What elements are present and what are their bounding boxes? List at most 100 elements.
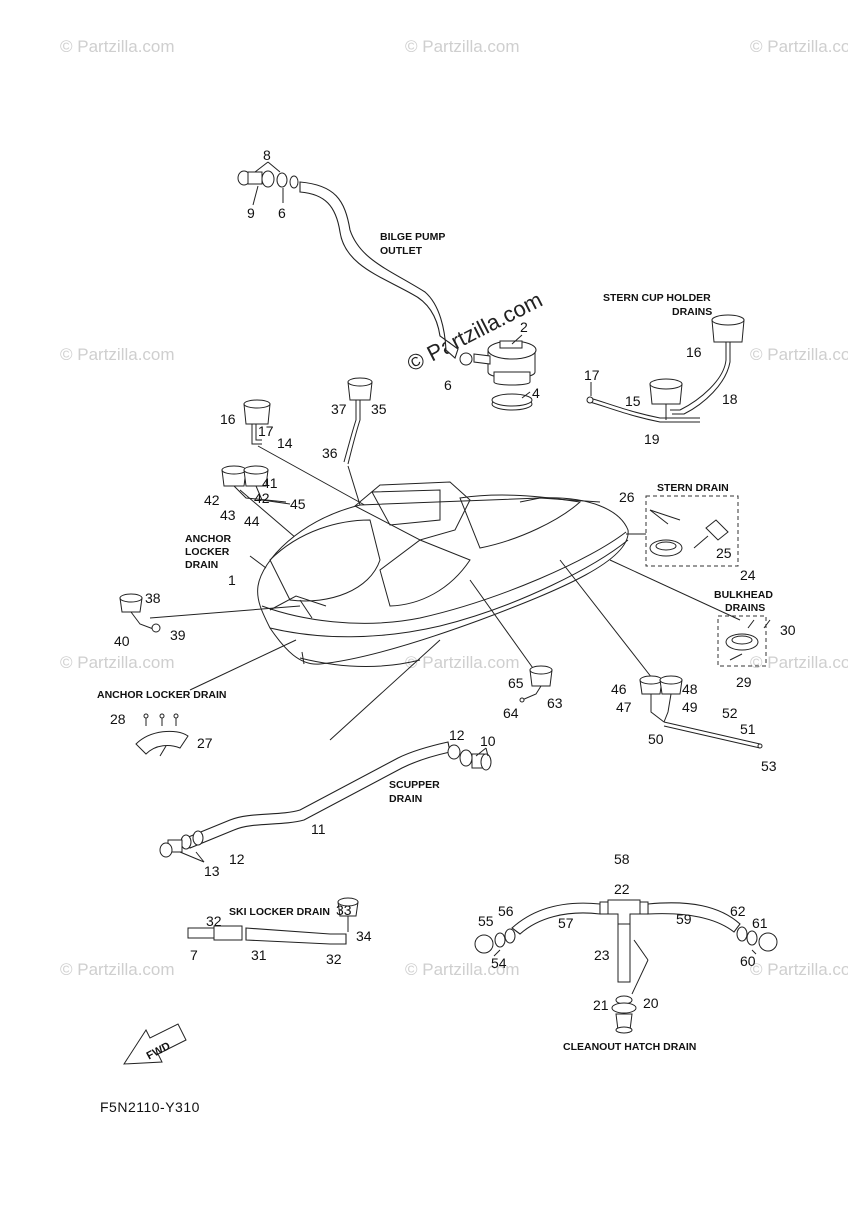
callout: 9 bbox=[247, 205, 255, 221]
callout: 20 bbox=[643, 995, 659, 1011]
callout: 40 bbox=[114, 633, 130, 649]
section-labels: BILGE PUMP OUTLET STERN CUP HOLDER DRAIN… bbox=[97, 231, 773, 1053]
label-stern-cup-holder-line2: DRAINS bbox=[672, 306, 712, 318]
callout: 1 bbox=[228, 572, 236, 588]
callout: 46 bbox=[611, 681, 627, 697]
callout: 59 bbox=[676, 911, 692, 927]
label-anchor-locker-line2: LOCKER bbox=[185, 546, 230, 558]
callout: 54 bbox=[491, 955, 507, 971]
label-bulkhead-drains-line2: DRAINS bbox=[725, 602, 765, 614]
scupper-drain-assembly bbox=[159, 741, 492, 863]
callout: 61 bbox=[752, 915, 768, 931]
callout: 49 bbox=[682, 699, 698, 715]
cleanout-hatch-drain-assembly bbox=[474, 899, 778, 1034]
callout: 29 bbox=[736, 674, 752, 690]
callout: 44 bbox=[244, 513, 260, 529]
leader-lines bbox=[149, 533, 741, 741]
callout: 42 bbox=[254, 490, 270, 506]
callout: 12 bbox=[229, 851, 245, 867]
callout: 18 bbox=[722, 391, 738, 407]
callout: 4 bbox=[532, 385, 540, 401]
callout: 8 bbox=[263, 147, 271, 163]
cup-holder-drain-63-65 bbox=[519, 665, 553, 703]
watermark: © Partzilla.com bbox=[60, 37, 175, 56]
callout: 16 bbox=[686, 344, 702, 360]
anchor-locker-drain-parts bbox=[119, 593, 189, 757]
label-stern-drain: STERN DRAIN bbox=[657, 482, 729, 494]
callout: 24 bbox=[740, 567, 756, 583]
callout: 25 bbox=[716, 545, 732, 561]
watermark: © Partzilla.com bbox=[60, 345, 175, 364]
label-scupper-drain-line2: DRAIN bbox=[389, 793, 422, 805]
bilge-pump bbox=[459, 334, 537, 411]
callout: 47 bbox=[616, 699, 632, 715]
callout: 34 bbox=[356, 928, 372, 944]
callout: 55 bbox=[478, 913, 494, 929]
callout: 65 bbox=[508, 675, 524, 691]
callout: 17 bbox=[258, 423, 274, 439]
callout: 10 bbox=[480, 733, 496, 749]
callout: 6 bbox=[444, 377, 452, 393]
callout: 62 bbox=[730, 903, 746, 919]
callout: 17 bbox=[584, 367, 600, 383]
diagram-code: F5N2110-Y310 bbox=[100, 1099, 200, 1115]
callout: 22 bbox=[614, 881, 630, 897]
callout: 31 bbox=[251, 947, 267, 963]
callout: 51 bbox=[740, 721, 756, 737]
watermark: © Partzilla.com bbox=[405, 37, 520, 56]
callout: 39 bbox=[170, 627, 186, 643]
ski-locker-drain-assembly bbox=[187, 897, 359, 945]
callout: 32 bbox=[206, 913, 222, 929]
callout: 37 bbox=[331, 401, 347, 417]
callout: 60 bbox=[740, 953, 756, 969]
watermark: © Partzilla.com bbox=[405, 960, 520, 979]
watermark: © Partzilla.com bbox=[750, 960, 848, 979]
callout: 50 bbox=[648, 731, 664, 747]
callout: 12 bbox=[449, 727, 465, 743]
callout: 14 bbox=[277, 435, 293, 451]
callout: 57 bbox=[558, 915, 574, 931]
callout: 6 bbox=[278, 205, 286, 221]
callout: 16 bbox=[220, 411, 236, 427]
callout: 52 bbox=[722, 705, 738, 721]
label-bilge-pump-outlet-line1: BILGE PUMP bbox=[380, 231, 445, 243]
fwd-arrow-icon: FWD bbox=[123, 1023, 187, 1065]
callout: 64 bbox=[503, 705, 519, 721]
callout: 21 bbox=[593, 997, 609, 1013]
label-scupper-drain-line1: SCUPPER bbox=[389, 779, 440, 791]
callout: 23 bbox=[594, 947, 610, 963]
callout: 27 bbox=[197, 735, 213, 751]
callout: 35 bbox=[371, 401, 387, 417]
callout: 58 bbox=[614, 851, 630, 867]
callout: 33 bbox=[336, 902, 352, 918]
label-anchor-locker-line3: DRAIN bbox=[185, 559, 218, 571]
callout: 13 bbox=[204, 863, 220, 879]
callout: 41 bbox=[262, 475, 278, 491]
watermark: © Partzilla.com bbox=[60, 960, 175, 979]
bilge-pump-outlet-assembly bbox=[237, 161, 459, 359]
label-anchor-locker-line1: ANCHOR bbox=[185, 533, 231, 545]
label-stern-cup-holder-line1: STERN CUP HOLDER bbox=[603, 292, 711, 304]
label-bulkhead-drains-line1: BULKHEAD bbox=[714, 589, 773, 601]
callout: 7 bbox=[190, 947, 198, 963]
callout: 36 bbox=[322, 445, 338, 461]
stern-drain-box bbox=[645, 495, 739, 567]
callout: 19 bbox=[644, 431, 660, 447]
watermark: © Partzilla.com bbox=[750, 653, 848, 672]
callout-numbers: 8 9 6 2 6 4 16 17 15 18 19 37 35 16 17 1… bbox=[110, 147, 796, 1013]
boat-hull bbox=[257, 481, 629, 668]
callout: 28 bbox=[110, 711, 126, 727]
watermark: © Partzilla.com bbox=[750, 37, 848, 56]
label-ski-locker-drain: SKI LOCKER DRAIN bbox=[229, 906, 330, 918]
callout: 15 bbox=[625, 393, 641, 409]
callout: 2 bbox=[520, 319, 528, 335]
callout: 48 bbox=[682, 681, 698, 697]
callout: 38 bbox=[145, 590, 161, 606]
callout: 30 bbox=[780, 622, 796, 638]
label-bilge-pump-outlet-line2: OUTLET bbox=[380, 245, 423, 257]
bow-cup-holder-drains bbox=[243, 377, 373, 509]
callout: 43 bbox=[220, 507, 236, 523]
label-cleanout-hatch-drain: CLEANOUT HATCH DRAIN bbox=[563, 1041, 696, 1053]
callout: 56 bbox=[498, 903, 514, 919]
